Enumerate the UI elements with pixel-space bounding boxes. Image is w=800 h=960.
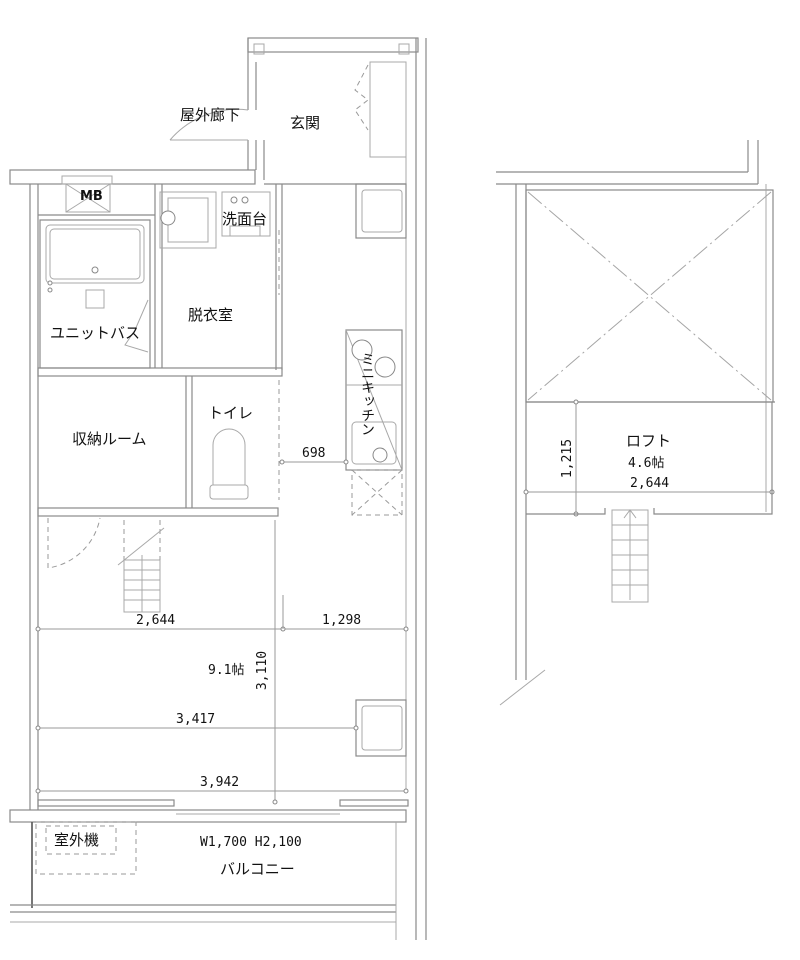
loft-dim-width: 2,644 bbox=[630, 476, 670, 491]
unit-bath-label: ユニットバス bbox=[50, 324, 141, 342]
stairs-main bbox=[117, 520, 165, 613]
mini-kitchen-label: ミニキッチン bbox=[359, 352, 375, 436]
loft-dim-depth: 1,215 bbox=[560, 438, 576, 479]
main-right-wall bbox=[405, 38, 427, 940]
dim-width-full: 3,942 bbox=[200, 775, 240, 790]
dim-width-left: 2,644 bbox=[136, 613, 176, 628]
washer-pan bbox=[159, 191, 217, 249]
loft-drawing bbox=[496, 140, 775, 706]
entrance-label: 玄関 bbox=[290, 114, 321, 132]
entrance-walls bbox=[169, 37, 419, 180]
outdoor-unit-label: 室外機 bbox=[54, 831, 100, 849]
dressing-room-label: 脱衣室 bbox=[188, 306, 234, 324]
meter-box-label: MB bbox=[80, 189, 103, 204]
main-room-size-label: 9.1帖 bbox=[208, 663, 245, 678]
meter-box bbox=[65, 183, 111, 213]
toilet-label: トイレ bbox=[208, 404, 254, 422]
washstand-label: 洗面台 bbox=[222, 210, 268, 228]
dim-width-mid: 3,417 bbox=[176, 712, 216, 727]
storage-room-label: 収納ルーム bbox=[72, 430, 147, 448]
loft-size-label: 4.6帖 bbox=[628, 456, 665, 471]
window-size-label: W1,700 H2,100 bbox=[200, 835, 302, 850]
dimension-lines bbox=[35, 459, 409, 805]
balcony-label: バルコニー bbox=[220, 860, 295, 878]
washstand-fixture bbox=[221, 191, 271, 237]
balcony-area bbox=[10, 821, 397, 940]
mini-kitchen-fixture bbox=[345, 329, 403, 516]
top-left-wall bbox=[9, 169, 256, 185]
toilet-fixture bbox=[209, 428, 249, 500]
dim-kitchen-gap: 698 bbox=[302, 446, 326, 461]
outdoor-corridor-label: 屋外廊下 bbox=[180, 106, 241, 124]
unit-bath bbox=[39, 219, 151, 369]
loft-label: ロフト bbox=[626, 432, 672, 450]
dim-depth: 3,110 bbox=[255, 650, 271, 691]
dim-width-right: 1,298 bbox=[322, 613, 362, 628]
bottom-wall-window bbox=[9, 799, 409, 823]
